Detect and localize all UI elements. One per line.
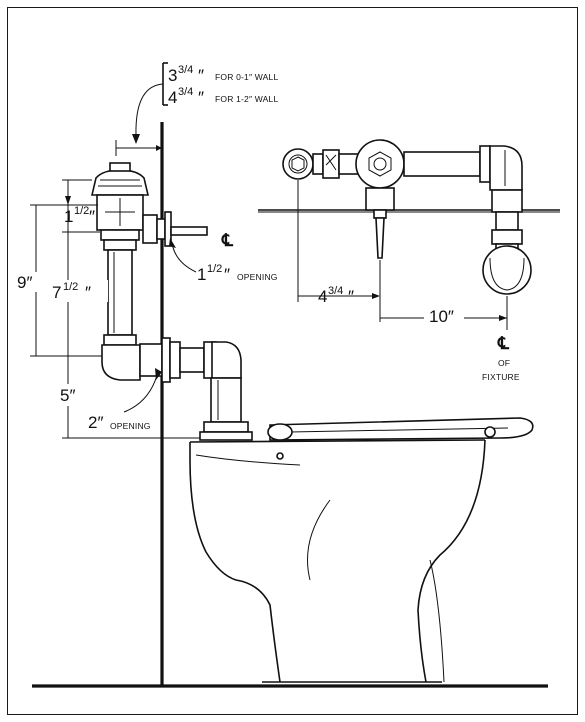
of-label: OF (498, 358, 510, 368)
top-view-assembly (258, 139, 560, 295)
handle-centerline-symbol: ℄ (221, 231, 234, 250)
opening-small-unit: ″ (224, 265, 230, 284)
wall-dim-b-frac: 3/4 (178, 86, 193, 98)
wall-dim-a-unit: ″ (198, 66, 204, 85)
dim-4-3-4-frac: 3/4 (328, 285, 343, 297)
top-view-dimensions (297, 180, 508, 330)
opening-small-main: 1 (197, 265, 206, 284)
flush-valve-body (90, 162, 253, 441)
wall-dim-a-note: FOR 0-1″ WALL (215, 72, 278, 82)
opening-large-word: OPENING (110, 421, 151, 431)
fixture-label: FIXTURE (482, 372, 520, 382)
opening-small-frac: 1/2 (207, 263, 222, 275)
wall-dimension-callout (115, 62, 168, 156)
dim-4-3-4-unit: ″ (348, 287, 354, 306)
wall-dim-b-main: 4 (168, 88, 177, 107)
dim-7-half-frac: 1/2 (63, 281, 78, 293)
dim-10: 10″ (429, 307, 454, 326)
dim-1-half-unit: ″ (89, 207, 95, 226)
dim-4-3-4-main: 4 (318, 287, 327, 306)
wall-dim-b-note: FOR 1-2″ WALL (215, 94, 278, 104)
opening-small-word: OPENING (237, 272, 278, 282)
wall-dim-a-main: 3 (168, 66, 177, 85)
fixture-centerline-symbol: ℄ (497, 334, 510, 353)
dim-1-half-main: 1 (64, 207, 73, 226)
toilet-bowl (189, 417, 534, 683)
dim-1-half-frac: 1/2 (74, 205, 89, 217)
dim-7-half-unit: ″ (85, 283, 91, 302)
dim-9: 9″ (17, 273, 32, 292)
dim-7-half-main: 7 (52, 283, 61, 302)
wall-dim-a-frac: 3/4 (178, 64, 193, 76)
opening-large-main: 2″ (88, 413, 103, 432)
dim-5: 5″ (60, 386, 75, 405)
wall-dim-b-unit: ″ (198, 88, 204, 107)
